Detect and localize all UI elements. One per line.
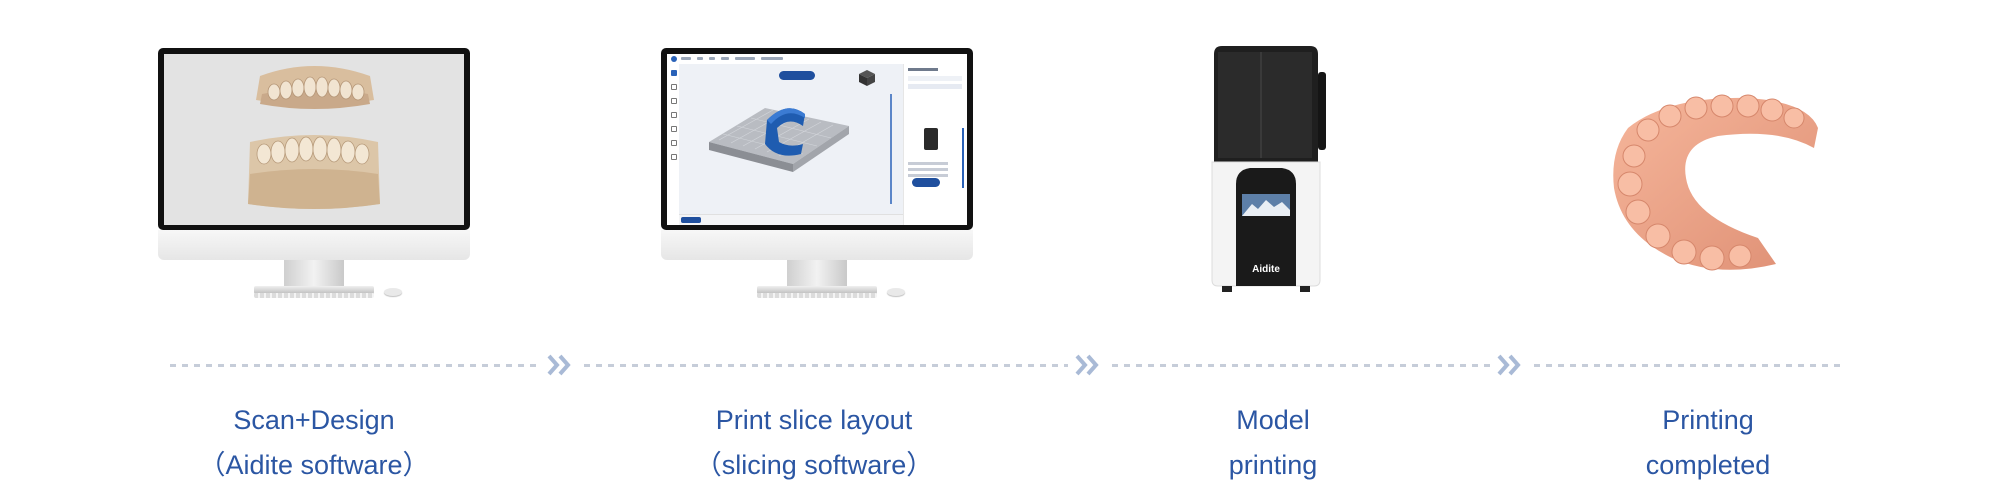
mouse — [887, 288, 905, 296]
printed-model-illustration — [1613, 94, 1818, 271]
step-title: Print slice layout — [715, 405, 913, 435]
panel-row — [908, 168, 948, 171]
menu-item — [721, 57, 729, 60]
slicer-right-panel — [903, 64, 967, 225]
monitor-screen — [667, 54, 967, 225]
timeline-dashes — [1534, 364, 1844, 367]
printed-dental-model — [1608, 88, 1822, 278]
panel-row — [908, 76, 962, 81]
tool-icon — [671, 84, 677, 90]
step-subtitle: （slicing software） — [694, 450, 934, 480]
step-subtitle: printing — [1228, 450, 1318, 480]
step-label-scan-design: Scan+Design （Aidite software） — [104, 398, 524, 488]
step-title: Printing — [1662, 405, 1754, 435]
scan-design-monitor — [158, 48, 470, 298]
printer-thumbnail — [924, 128, 938, 150]
monitor-stand — [787, 260, 847, 286]
tool-icon — [671, 112, 677, 118]
step-label-model-printing: Model printing — [1063, 398, 1483, 488]
status-chip — [681, 217, 701, 223]
double-chevron-right-icon — [547, 354, 571, 376]
step-title: Model — [1236, 405, 1310, 435]
upper-arch — [256, 66, 374, 109]
monitor-chin — [661, 230, 973, 260]
step-title: Scan+Design — [233, 405, 395, 435]
step-subtitle: （Aidite software） — [198, 450, 430, 480]
keyboard — [757, 293, 877, 298]
panel-row — [908, 162, 948, 165]
view-cube-icon — [859, 70, 875, 86]
tool-icon — [671, 126, 677, 132]
monitor-base — [254, 286, 374, 294]
printer-illustration — [1211, 46, 1326, 292]
slicer-status-bar — [679, 214, 903, 225]
slicer-build-canvas — [679, 64, 903, 214]
tool-icon — [671, 98, 677, 104]
panel-scrollbar — [962, 128, 964, 188]
timeline-dashes — [170, 364, 540, 367]
double-chevron-right-icon — [1075, 354, 1099, 376]
panel-row — [908, 174, 948, 177]
timeline-dashes — [1112, 364, 1492, 367]
lower-arch — [248, 135, 380, 209]
monitor-stand — [284, 260, 344, 286]
menu-item — [697, 57, 703, 60]
slice-button — [912, 178, 940, 187]
dental-design-illustration — [164, 54, 464, 225]
build-plate-illustration — [679, 64, 903, 214]
menu-item — [681, 57, 691, 60]
tool-icon — [671, 154, 677, 160]
panel-header-bar — [908, 68, 938, 71]
slicing-software-monitor — [661, 48, 973, 298]
keyboard — [254, 293, 374, 298]
panel-row — [908, 84, 962, 89]
tool-icon — [671, 70, 677, 76]
timeline-dashes — [584, 364, 1068, 367]
monitor-screen — [164, 54, 464, 225]
menu-item — [735, 57, 755, 60]
double-chevron-right-icon — [1497, 354, 1521, 376]
monitor-chin — [158, 230, 470, 260]
tool-icon — [671, 140, 677, 146]
step-subtitle: completed — [1645, 450, 1771, 480]
step-label-printing-completed: Printing completed — [1498, 398, 1918, 488]
menu-item — [709, 57, 715, 60]
monitor-base — [757, 286, 877, 294]
slicer-logo-icon — [671, 56, 677, 62]
printer-brand-logo: Aidite — [1252, 264, 1280, 275]
step-label-print-slice-layout: Print slice layout （slicing software） — [604, 398, 1024, 488]
menu-item — [761, 57, 783, 60]
aidite-3d-printer: Aidite — [1208, 44, 1338, 296]
mouse — [384, 288, 402, 296]
